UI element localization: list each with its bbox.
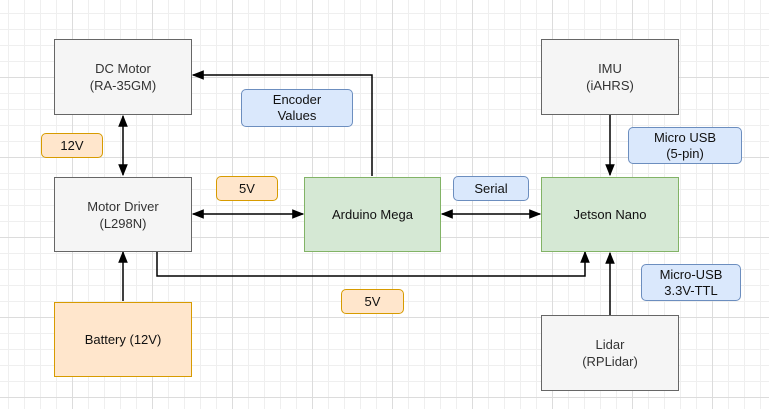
- 5v-bottom-tag: 5V: [341, 289, 404, 314]
- arduino-label: Arduino Mega: [332, 207, 413, 222]
- serial-text: Serial: [474, 180, 508, 196]
- imu-node[interactable]: IMU (iAHRS): [541, 39, 679, 115]
- serial-tag: Serial: [453, 176, 529, 201]
- motor-driver-node[interactable]: Motor Driver (L298N): [54, 177, 192, 252]
- edge-motor-driver-jetson: [156, 250, 590, 277]
- micro-usb-ttl-tag: Micro-USB 3.3V-TTL: [641, 264, 741, 301]
- motor-driver-label: Motor Driver (L298N): [87, 198, 159, 231]
- 5v-bottom-text: 5V: [364, 293, 381, 309]
- dc-motor-node[interactable]: DC Motor (RA-35GM): [54, 39, 192, 115]
- micro-usb-tag: Micro USB (5-pin): [628, 127, 742, 164]
- encoder-values-tag: Encoder Values: [241, 89, 353, 127]
- 12v-text: 12V: [60, 137, 84, 153]
- edge-arduino-dc-motor: [191, 70, 373, 176]
- lidar-node[interactable]: Lidar (RPLidar): [541, 315, 679, 391]
- micro-usb-ttl-text: Micro-USB 3.3V-TTL: [659, 266, 723, 298]
- jetson-label: Jetson Nano: [573, 207, 647, 222]
- micro-usb-text: Micro USB (5-pin): [653, 129, 717, 161]
- battery-node[interactable]: Battery (12V): [54, 302, 192, 377]
- imu-label: IMU (iAHRS): [586, 61, 634, 93]
- jetson-node[interactable]: Jetson Nano: [541, 177, 679, 252]
- 5v-top-text: 5V: [239, 180, 255, 196]
- dc-motor-label: DC Motor (RA-35GM): [89, 61, 157, 93]
- lidar-label: Lidar (RPLidar): [582, 337, 638, 369]
- 5v-top-tag: 5V: [216, 176, 278, 201]
- arduino-node[interactable]: Arduino Mega: [304, 177, 441, 252]
- encoder-values-text: Encoder Values: [272, 92, 322, 123]
- battery-label: Battery (12V): [84, 332, 162, 347]
- 12v-tag: 12V: [41, 133, 103, 158]
